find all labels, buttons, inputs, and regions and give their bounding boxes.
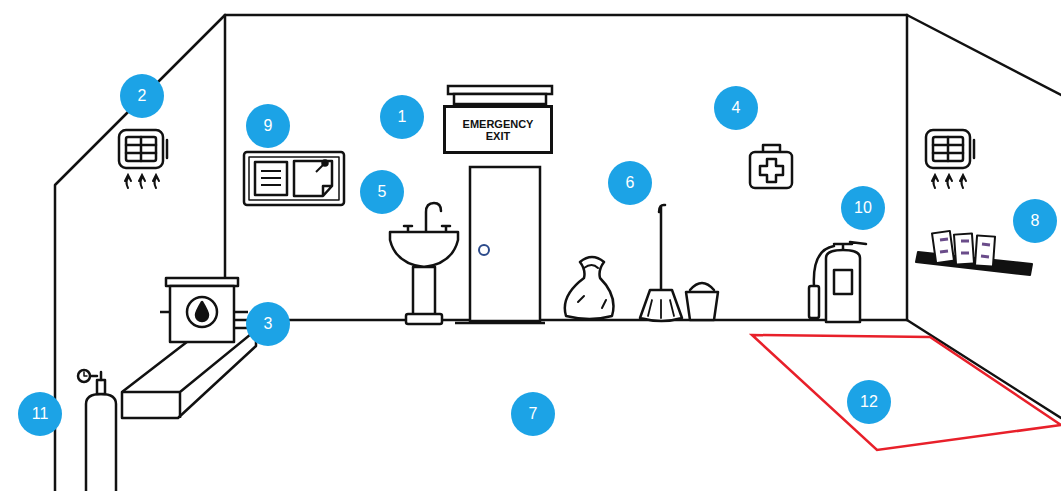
heater-tick bbox=[166, 140, 169, 158]
sink-faucet bbox=[426, 203, 441, 232]
callout-label: 4 bbox=[732, 99, 741, 117]
binder bbox=[954, 233, 974, 264]
callout-label: 2 bbox=[138, 87, 147, 105]
callout-number: 1 bbox=[380, 95, 424, 139]
sink-foot bbox=[406, 314, 442, 324]
callout-label: 6 bbox=[626, 174, 635, 192]
extinguisher-nozzle bbox=[809, 286, 819, 318]
heater-grill bbox=[933, 137, 963, 161]
extinguisher-valve bbox=[834, 242, 866, 250]
water-drop bbox=[196, 302, 208, 321]
gas-cylinder bbox=[78, 370, 116, 491]
document-lines bbox=[261, 171, 281, 185]
exit-sign-bracket bbox=[448, 86, 552, 104]
mop-strands bbox=[648, 300, 674, 318]
first-aid-kit bbox=[750, 145, 792, 188]
board-note bbox=[294, 161, 332, 196]
wall-edge-line bbox=[55, 15, 225, 491]
callout-number: 9 bbox=[246, 104, 290, 148]
pin-head bbox=[323, 161, 328, 166]
binder bbox=[975, 235, 995, 266]
extinguisher-label bbox=[834, 270, 852, 294]
kit-box bbox=[750, 152, 792, 188]
callout-number: 2 bbox=[120, 74, 164, 118]
wall-corner-line bbox=[906, 15, 909, 320]
cylinder-body bbox=[86, 394, 116, 491]
heat-arrows bbox=[932, 175, 966, 188]
floor-base-line bbox=[225, 319, 907, 322]
sign-text: EMERGENCY EXIT bbox=[458, 118, 538, 142]
heater-symbol bbox=[119, 130, 167, 188]
callout-number: 5 bbox=[360, 170, 404, 214]
door-panel bbox=[470, 167, 540, 321]
fire-extinguisher bbox=[809, 242, 866, 322]
heater-body bbox=[119, 130, 163, 168]
extinguisher-hose bbox=[814, 246, 834, 286]
exit-sign: EMERGENCY EXIT bbox=[443, 105, 553, 154]
heater-tick bbox=[973, 140, 976, 158]
eyewash-station bbox=[122, 278, 256, 418]
callout-label: 3 bbox=[264, 315, 273, 333]
callout-number: 7 bbox=[511, 392, 555, 436]
board-inner bbox=[249, 157, 339, 200]
cleaning-supplies bbox=[565, 205, 718, 321]
callout-number: 11 bbox=[18, 392, 62, 436]
door-symbol bbox=[455, 167, 545, 323]
callout-number: 10 bbox=[841, 186, 885, 230]
valve-stem bbox=[91, 372, 101, 380]
callout-label: 12 bbox=[860, 393, 878, 411]
callout-number: 8 bbox=[1013, 199, 1057, 243]
sink-basin bbox=[390, 232, 458, 267]
callout-label: 7 bbox=[529, 405, 538, 423]
heater-body bbox=[926, 130, 970, 168]
tank-body bbox=[170, 286, 234, 342]
sink-pedestal bbox=[413, 267, 435, 315]
heat-arrows bbox=[125, 175, 159, 188]
callout-number: 4 bbox=[714, 86, 758, 130]
heater-symbol bbox=[926, 130, 974, 188]
extinguisher-body bbox=[826, 250, 860, 322]
gauge-needle bbox=[84, 372, 87, 376]
callout-label: 10 bbox=[854, 199, 872, 217]
heater-grid bbox=[126, 137, 156, 161]
board-document bbox=[255, 162, 287, 195]
callout-number: 6 bbox=[608, 161, 652, 205]
cylinder-valve bbox=[97, 380, 105, 394]
sink-symbol bbox=[390, 203, 458, 324]
binder-labels bbox=[940, 239, 990, 257]
wall-corner-line bbox=[224, 15, 227, 320]
room-walls bbox=[55, 15, 1061, 491]
shelf-binders bbox=[916, 231, 1032, 275]
callout-label: 8 bbox=[1031, 212, 1040, 230]
notice-board bbox=[244, 152, 344, 205]
mop-head bbox=[640, 290, 682, 321]
heater-grill bbox=[126, 137, 156, 161]
heater-grid bbox=[933, 137, 963, 161]
wall-edge-line bbox=[907, 15, 1061, 95]
door-knob bbox=[479, 245, 489, 255]
bucket-body bbox=[686, 292, 718, 320]
callout-number: 3 bbox=[246, 302, 290, 346]
binder bbox=[932, 231, 954, 263]
bag-tie bbox=[578, 265, 606, 308]
callout-label: 1 bbox=[398, 108, 407, 126]
ceiling-line bbox=[225, 14, 907, 17]
floor-marking bbox=[752, 335, 1061, 450]
waste-bag bbox=[565, 257, 614, 319]
bucket-handle bbox=[690, 283, 714, 290]
bracket-bar bbox=[454, 94, 546, 104]
mop-handle bbox=[659, 205, 665, 290]
board-frame bbox=[244, 152, 344, 205]
tank-dial bbox=[187, 297, 217, 327]
callout-label: 11 bbox=[32, 405, 49, 423]
door-threshold bbox=[455, 322, 545, 325]
callout-number: 12 bbox=[847, 380, 891, 424]
floor-corner-line bbox=[907, 320, 1061, 418]
kit-cross bbox=[760, 159, 783, 182]
callout-label: 5 bbox=[378, 183, 387, 201]
callout-label: 9 bbox=[264, 117, 273, 135]
pressure-gauge bbox=[78, 370, 90, 382]
